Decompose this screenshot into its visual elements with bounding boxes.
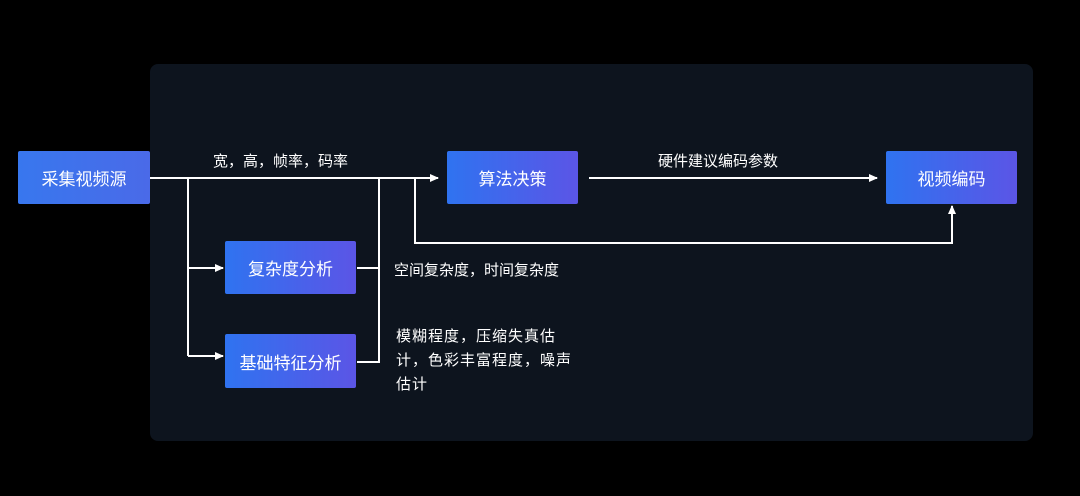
edge-complexity-return <box>357 178 380 269</box>
node-decision: 算法决策 <box>447 151 578 204</box>
node-complexity: 复杂度分析 <box>225 241 356 294</box>
node-encode: 视频编码 <box>886 151 1017 204</box>
label-hw-params: 硬件建议编码参数 <box>658 152 779 170</box>
edge-features-return <box>357 268 380 363</box>
edge-bypass-to-encode <box>414 178 956 244</box>
label-features-output: 模糊程度，压缩失真估计，色彩丰富程度，噪声估计 <box>396 327 573 393</box>
node-source: 采集视频源 <box>18 151 150 204</box>
label-complexity-output: 空间复杂度，时间复杂度 <box>394 261 560 279</box>
label-basic-params: 宽，高，帧率，码率 <box>213 152 349 170</box>
node-features: 基础特征分析 <box>225 334 356 388</box>
